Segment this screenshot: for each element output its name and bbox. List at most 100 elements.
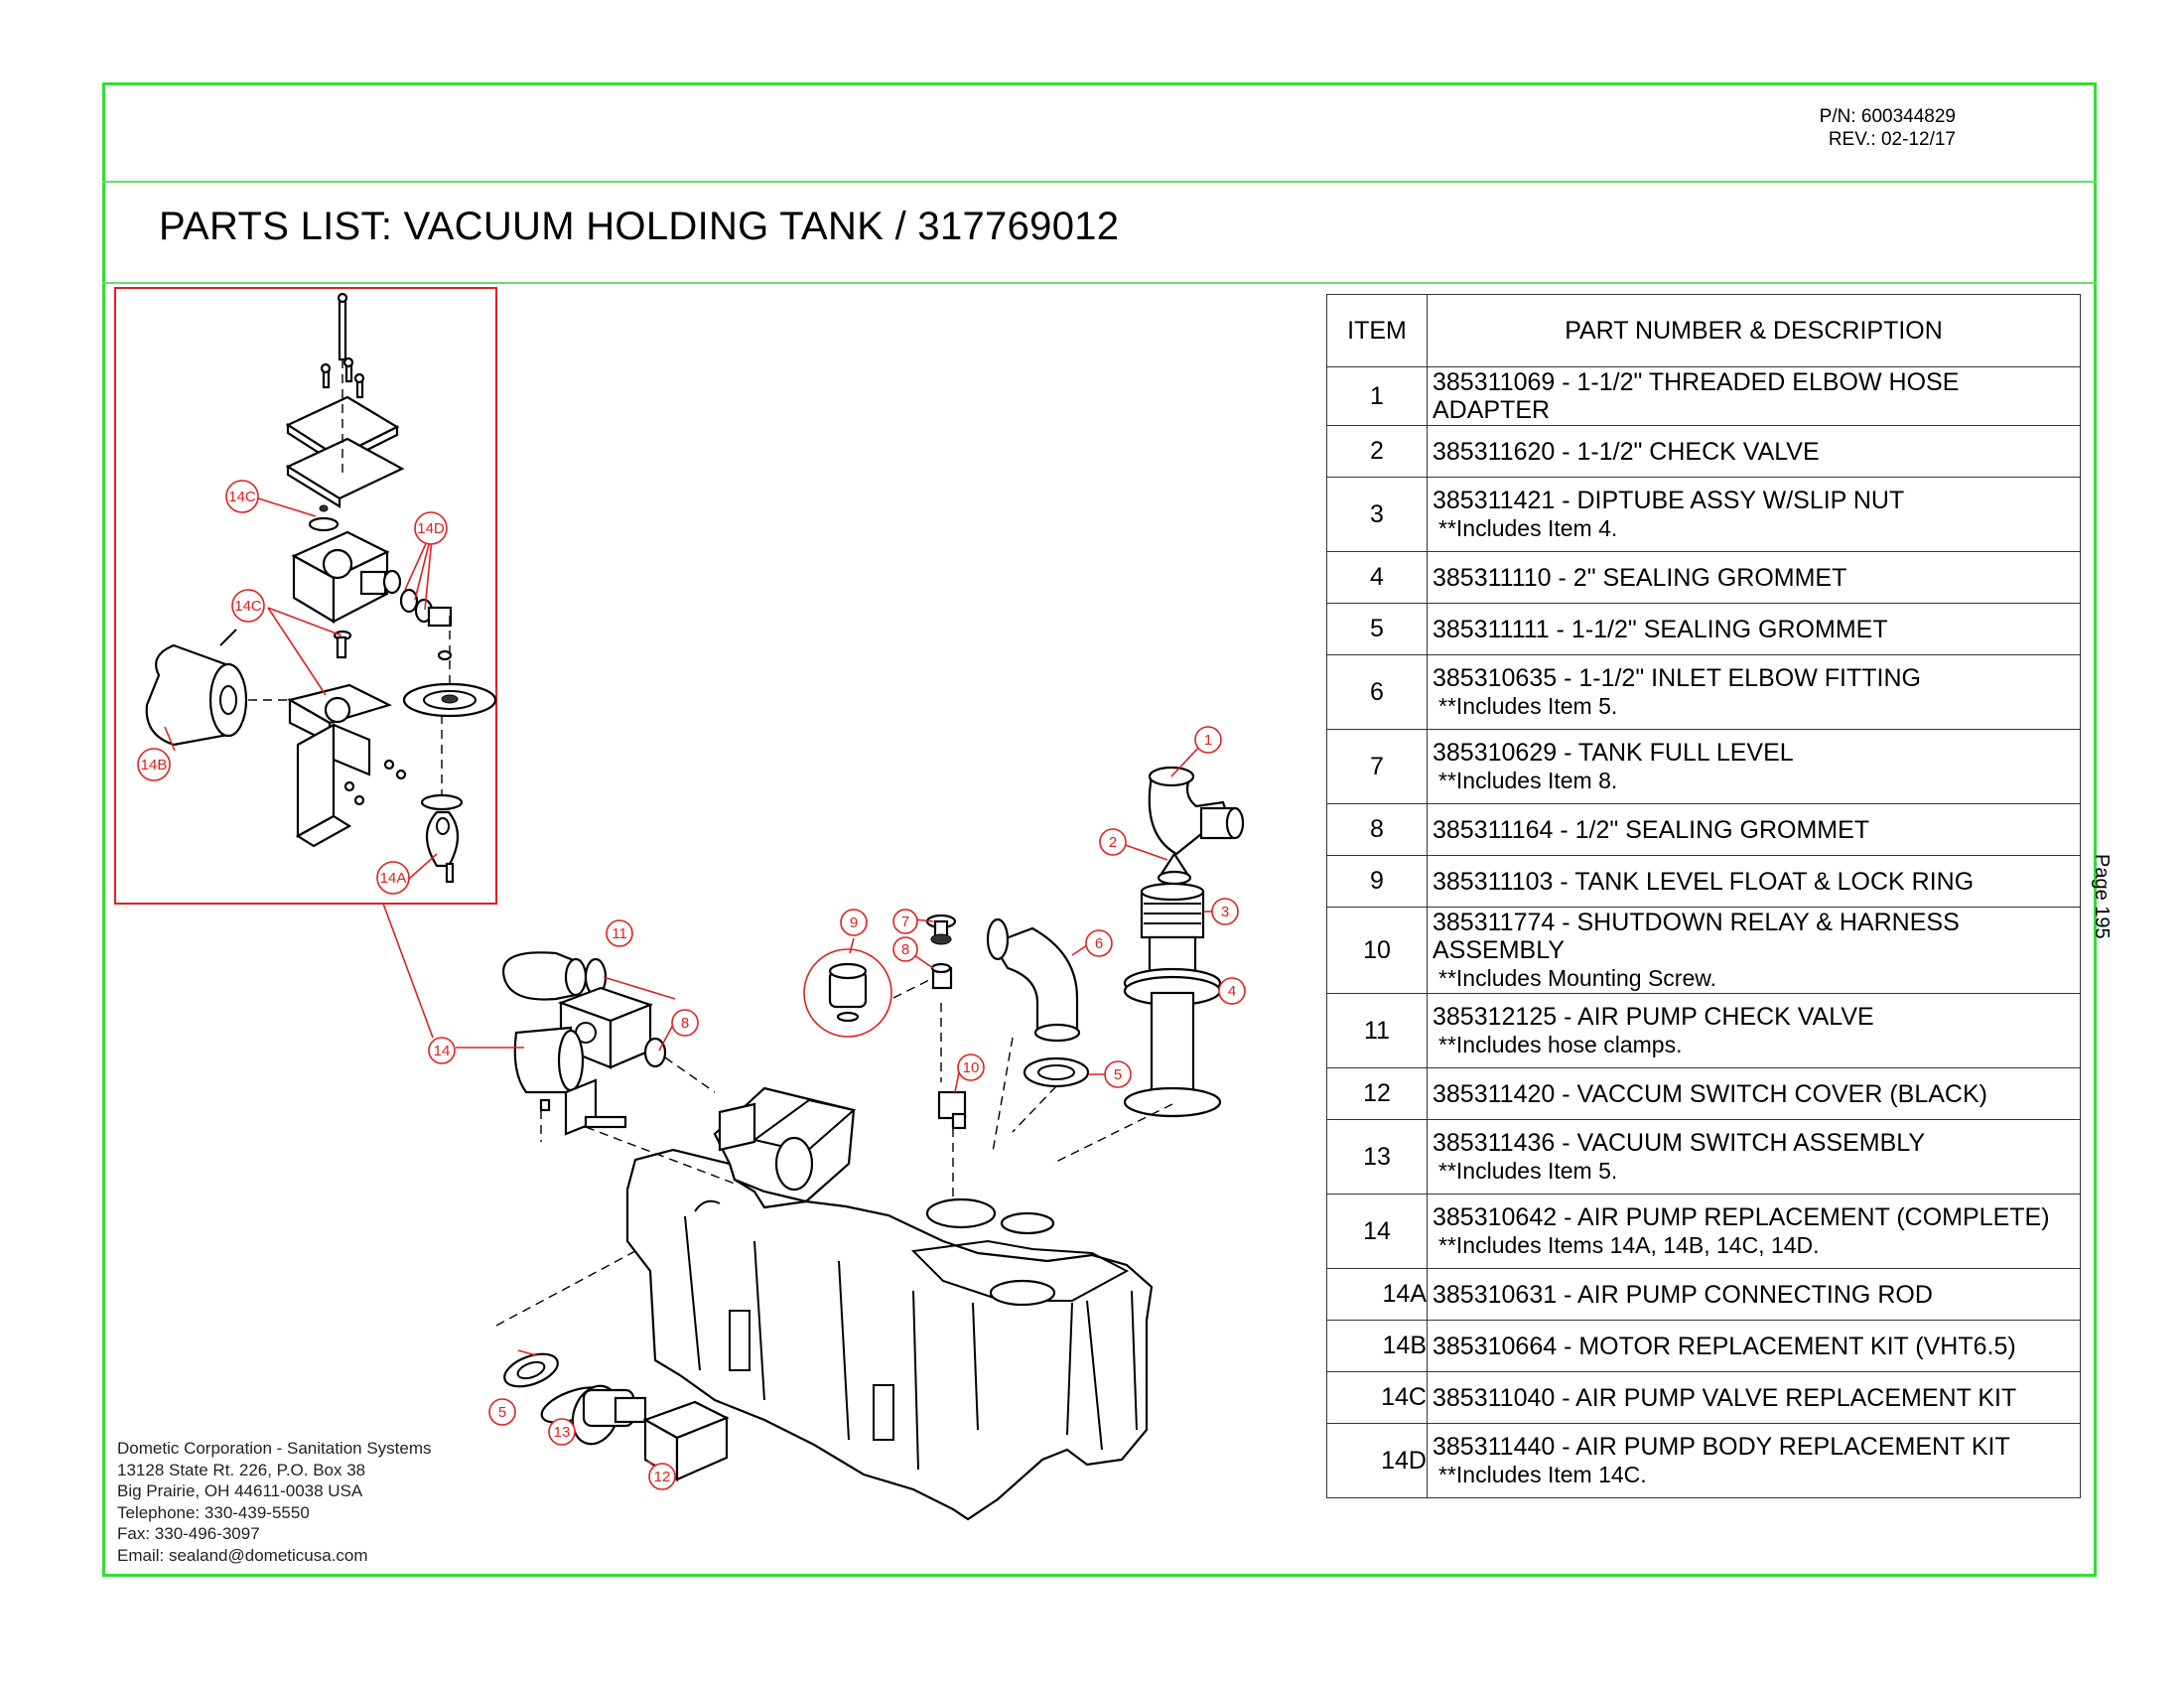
item-cell: 12 (1326, 1067, 1428, 1120)
assembly-lines (495, 977, 1173, 1327)
part-14-air-pump-assembly (501, 951, 667, 1136)
telephone: Telephone: 330-439-5550 (117, 1502, 310, 1522)
desc-cell: 385311421 - DIPTUBE ASSY W/SLIP NUT**Inc… (1427, 477, 2081, 552)
svg-text:3: 3 (1221, 904, 1229, 920)
svg-text:14A: 14A (380, 870, 407, 887)
item-cell: 4 (1326, 551, 1428, 604)
part-7-tank-full-level (925, 914, 957, 990)
company-name: Dometic Corporation - Sanitation Systems (117, 1439, 432, 1458)
item-cell: 14C (1326, 1371, 1428, 1424)
desc-cell: 385311103 - TANK LEVEL FLOAT & LOCK RING (1427, 855, 2081, 908)
item-cell: 3 (1326, 477, 1428, 552)
callout-leaders (164, 497, 1220, 1466)
item-cell: 6 (1326, 654, 1428, 730)
callout-14: 14 (428, 1037, 456, 1064)
air-pump-exploded-detail (145, 292, 497, 884)
callout-2: 2 (1099, 828, 1127, 856)
title-divider (102, 282, 2097, 284)
col-item: ITEM (1326, 294, 1428, 367)
holding-tank (625, 1086, 1154, 1521)
item-cell: 7 (1326, 729, 1428, 804)
item-cell: 5 (1326, 603, 1428, 655)
callout-3: 3 (1211, 898, 1239, 925)
item-cell: 13 (1326, 1119, 1428, 1195)
callouts: 1 2 3 4 5 6 7 8 9 10 11 8 14 5 13 12 14C… (137, 480, 1246, 1490)
svg-text:13: 13 (554, 1424, 571, 1441)
svg-text:8: 8 (681, 1015, 689, 1032)
part-5-grommet-lower (503, 1352, 559, 1388)
svg-text:14: 14 (434, 1043, 451, 1059)
svg-text:14D: 14D (417, 520, 445, 537)
desc-note: **Includes Items 14A, 14B, 14C, 14D. (1438, 1232, 1820, 1258)
svg-text:5: 5 (1114, 1066, 1122, 1083)
svg-text:14B: 14B (141, 757, 168, 774)
desc-text: 385311069 - 1-1/2" THREADED ELBOW HOSE A… (1433, 368, 1960, 424)
desc-cell: 385310631 - AIR PUMP CONNECTING ROD (1427, 1268, 2081, 1321)
desc-cell: 385311440 - AIR PUMP BODY REPLACEMENT KI… (1427, 1423, 2081, 1498)
address-line-1: 13128 State Rt. 226, P.O. Box 38 (117, 1460, 366, 1479)
svg-text:1: 1 (1204, 732, 1212, 749)
desc-text: 385311103 - TANK LEVEL FLOAT & LOCK RING (1433, 867, 1975, 896)
callout-1: 1 (1194, 726, 1222, 754)
desc-note: **Includes Item 5. (1438, 1158, 1618, 1184)
callout-12: 12 (648, 1463, 676, 1490)
table-header-row: ITEM PART NUMBER & DESCRIPTION (1326, 294, 2081, 367)
callout-14a: 14A (376, 861, 410, 895)
desc-cell: 385311040 - AIR PUMP VALVE REPLACEMENT K… (1427, 1371, 2081, 1424)
desc-text: 385311040 - AIR PUMP VALVE REPLACEMENT K… (1433, 1383, 2017, 1412)
desc-text: 385311110 - 2" SEALING GROMMET (1433, 563, 1847, 592)
desc-note: **Includes Item 4. (1438, 515, 1618, 541)
svg-text:6: 6 (1095, 935, 1103, 952)
callout-14c-lower: 14C (231, 589, 265, 623)
desc-note: **Includes Item 8. (1438, 768, 1618, 793)
desc-cell: 385310629 - TANK FULL LEVEL**Includes It… (1427, 729, 2081, 804)
desc-cell: 385311620 - 1-1/2" CHECK VALVE (1427, 425, 2081, 478)
desc-text: 385310629 - TANK FULL LEVEL (1433, 739, 1794, 767)
callout-10: 10 (957, 1054, 985, 1081)
svg-text:12: 12 (654, 1469, 671, 1485)
item-cell: 11 (1326, 993, 1428, 1068)
desc-text: 385311421 - DIPTUBE ASSY W/SLIP NUT (1433, 487, 1905, 514)
desc-cell: 385310635 - 1-1/2" INLET ELBOW FITTING**… (1427, 654, 2081, 730)
desc-cell: 385310642 - AIR PUMP REPLACEMENT (COMPLE… (1427, 1194, 2081, 1269)
svg-text:2: 2 (1109, 834, 1117, 851)
desc-text: 385310635 - 1-1/2" INLET ELBOW FITTING (1433, 664, 1921, 692)
callout-14d: 14D (414, 511, 448, 545)
svg-text:8: 8 (901, 941, 909, 958)
item-cell: 9 (1326, 855, 1428, 908)
email: Email: sealand@dometicusa.com (117, 1545, 368, 1565)
desc-cell: 385311110 - 2" SEALING GROMMET (1427, 551, 2081, 604)
desc-cell: 385311111 - 1-1/2" SEALING GROMMET (1427, 603, 2081, 655)
part-3-diptube-assembly (1123, 882, 1222, 1118)
callout-8-pump: 8 (671, 1009, 699, 1037)
callout-8-sensor: 8 (892, 936, 918, 962)
desc-text: 385311774 - SHUTDOWN RELAY & HARNESS ASS… (1433, 909, 1960, 964)
part-1-elbow-hose-adapter (1148, 766, 1245, 856)
desc-cell: 385311774 - SHUTDOWN RELAY & HARNESS ASS… (1427, 907, 2081, 994)
desc-cell: 385311420 - VACCUM SWITCH COVER (BLACK) (1427, 1067, 2081, 1120)
desc-text: 385310631 - AIR PUMP CONNECTING ROD (1433, 1280, 1933, 1309)
address-line-2: Big Prairie, OH 44611-0038 USA (117, 1481, 363, 1500)
svg-text:14C: 14C (234, 598, 262, 615)
svg-text:14C: 14C (228, 489, 256, 505)
desc-cell: 385312125 - AIR PUMP CHECK VALVE**Includ… (1427, 993, 2081, 1068)
callout-14c-upper: 14C (225, 480, 259, 513)
desc-note: **Includes Item 5. (1438, 693, 1618, 719)
svg-text:4: 4 (1228, 983, 1236, 1000)
item-cell: 8 (1326, 803, 1428, 856)
desc-text: 385311111 - 1-1/2" SEALING GROMMET (1433, 615, 1888, 643)
fax: Fax: 330-496-3097 (117, 1524, 260, 1543)
desc-cell: 385310664 - MOTOR REPLACEMENT KIT (VHT6.… (1427, 1320, 2081, 1372)
desc-text: 385311164 - 1/2" SEALING GROMMET (1433, 815, 1870, 844)
callout-5-lower: 5 (488, 1398, 516, 1426)
part-6-inlet-elbow (986, 917, 1081, 1043)
callout-14b: 14B (137, 748, 171, 781)
desc-text: 385311420 - VACCUM SWITCH COVER (BLACK) (1433, 1079, 1987, 1108)
